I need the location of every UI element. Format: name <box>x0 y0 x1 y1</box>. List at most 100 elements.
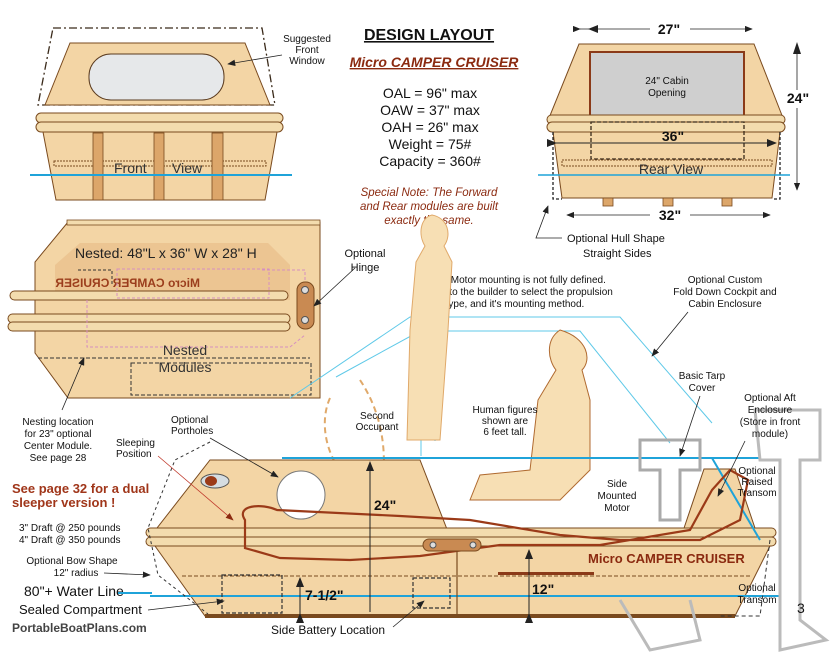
left-notes: See page 32 for a dual sleeper version !… <box>12 481 805 635</box>
raised-transom-callout-2: Raised <box>741 477 772 488</box>
rear-skid-center <box>662 197 674 207</box>
rear-dim-height-arrow-top <box>793 42 801 54</box>
second-occupant-callout-1: Second <box>360 411 394 422</box>
cockpit-enclosure-outline <box>289 316 713 424</box>
spec-oaw: OAW = 37" max <box>380 102 480 118</box>
spec-weight: Weight = 75# <box>389 136 472 152</box>
side-hinge-bolt-right <box>469 541 477 549</box>
side-battery-box <box>412 577 451 609</box>
human-figures-callout-2: shown are <box>482 416 529 427</box>
side-rudder-rail <box>498 572 594 575</box>
rear-skid-left <box>602 197 614 207</box>
rear-dim-inner-label: 36" <box>662 128 684 144</box>
side-hinge-bolt-left <box>429 541 437 549</box>
side-motor-callout-3: Motor <box>604 503 630 514</box>
bow-shape-callout-2: 12" radius <box>54 568 99 579</box>
motor-note-1: Note: Motor mounting is not fully define… <box>424 275 606 286</box>
front-rib-left <box>92 132 104 201</box>
side-bow-dashed <box>147 441 211 615</box>
motor-note: Note: Motor mounting is not fully define… <box>417 275 613 310</box>
side-motor-callout-1: Side <box>607 479 627 490</box>
hull-shape-callout-2: Straight Sides <box>583 248 652 260</box>
nested-module-outline-6 <box>262 269 306 285</box>
nesting-callout-2: for 23" optional <box>25 429 92 440</box>
side-motor-bracket <box>638 438 702 522</box>
tarp-arrow <box>679 395 701 457</box>
page-number: 3 <box>797 600 805 616</box>
nested-view: Nested: 48"L x 36" W x 28" H Micro CAMPE… <box>7 219 385 464</box>
side-brand: Micro CAMPER CRUISER <box>588 551 745 566</box>
raised-transom-callout-3: Transom <box>737 488 776 499</box>
side-hinge[interactable] <box>422 538 482 552</box>
porthole-large[interactable] <box>276 470 326 520</box>
draft-line-2: 4" Draft @ 350 pounds <box>19 535 121 546</box>
tarp-callout-2: Cover <box>689 383 716 394</box>
cockpit-callout-3: Cabin Enclosure <box>688 299 762 310</box>
front-window-arrow <box>227 54 283 66</box>
sleeping-arrow <box>157 455 234 521</box>
nested-label-1: Nested <box>163 342 207 358</box>
sleeping-callout-1: Sleeping <box>116 438 155 449</box>
sealed-compartment-label: Sealed Compartment <box>19 602 142 617</box>
front-window-callout-1: Suggested <box>283 34 331 45</box>
rear-cabin-opening-label-1: 24" Cabin <box>645 76 689 87</box>
second-occupant-callout-2: Occupant <box>356 422 399 433</box>
transom-motor-outline <box>753 408 830 652</box>
transom-callout-1: Optional <box>738 583 775 594</box>
rear-strake <box>561 159 773 167</box>
nesting-arrow <box>61 357 85 411</box>
battery-arrow <box>392 600 425 628</box>
portholes-arrow <box>209 437 279 478</box>
side-dim-7-5-label: 7-1/2" <box>305 587 344 603</box>
nesting-callout-4: See page 28 <box>30 453 87 464</box>
portholes-callout-2: Portholes <box>171 426 213 437</box>
bow-shape-arrow <box>103 571 151 578</box>
motor-note-3: type, and it's mounting method. <box>446 299 585 310</box>
rear-view: 27" 24" Cabin Opening 36" Rear View 24" … <box>535 21 810 260</box>
boat-name: Micro CAMPER CRUISER <box>350 54 520 70</box>
front-rib-center <box>153 132 165 201</box>
nesting-callout-3: Center Module. <box>24 441 92 452</box>
promo-line-1: See page 32 for a dual <box>12 481 149 496</box>
front-view-label-right: View <box>172 160 203 176</box>
site-link[interactable]: PortableBoatPlans.com <box>12 621 147 635</box>
nested-module-outline-2 <box>78 269 113 285</box>
tarp-cover-line <box>700 457 761 541</box>
side-motor-callout-2: Mounted <box>598 491 637 502</box>
hinge-bolt-top <box>301 286 309 294</box>
hinge-callout-2: Hinge <box>351 262 380 274</box>
title-block: DESIGN LAYOUT Micro CAMPER CRUISER OAL =… <box>350 27 520 227</box>
side-dim-24-label: 24" <box>374 497 396 513</box>
nested-label-2: Modules <box>159 359 212 375</box>
hinge-bolt-bottom <box>301 316 309 324</box>
draft-line-1: 3" Draft @ 250 pounds <box>19 523 121 534</box>
hull-shape-callout-1: Optional Hull Shape <box>567 233 665 245</box>
aft-callout-3: (Store in front <box>740 417 801 428</box>
nested-module-outline-1 <box>116 268 270 299</box>
transom-motor-lower <box>618 599 702 652</box>
side-dim-12-label: 12" <box>532 581 554 597</box>
front-window-callout-2: Front <box>295 45 319 56</box>
rear-straight-sides-left <box>552 132 562 200</box>
raised-transom-callout-1: Optional <box>738 466 775 477</box>
battery-label: Side Battery Location <box>271 623 385 637</box>
sleeping-callout-2: Position <box>116 449 152 460</box>
spec-capacity: Capacity = 360# <box>379 153 481 169</box>
transom-callout-2: Transom <box>737 595 776 606</box>
bow-shape-callout-1: Optional Bow Shape <box>26 556 118 567</box>
nested-rail-1 <box>9 290 289 301</box>
aft-callout-1: Optional Aft <box>744 393 796 404</box>
rear-dim-height-bg <box>784 90 810 108</box>
cockpit-callout-1: Optional Custom <box>688 275 762 286</box>
human-figures-callout-1: Human figures <box>472 405 537 416</box>
cockpit-enclosure-outline-2 <box>335 330 671 444</box>
rear-dim-top: 27" <box>658 21 680 37</box>
rear-dim-top-arrow-left <box>588 25 598 33</box>
front-gunwale-bottom <box>35 121 284 133</box>
aft-callout-4: module) <box>752 429 788 440</box>
front-window <box>88 53 225 101</box>
front-rib-right <box>211 132 224 201</box>
side-keel <box>205 614 735 618</box>
special-note-2: and Rear modules are built <box>360 201 499 213</box>
portholes-callout-1: Optional <box>171 415 208 426</box>
